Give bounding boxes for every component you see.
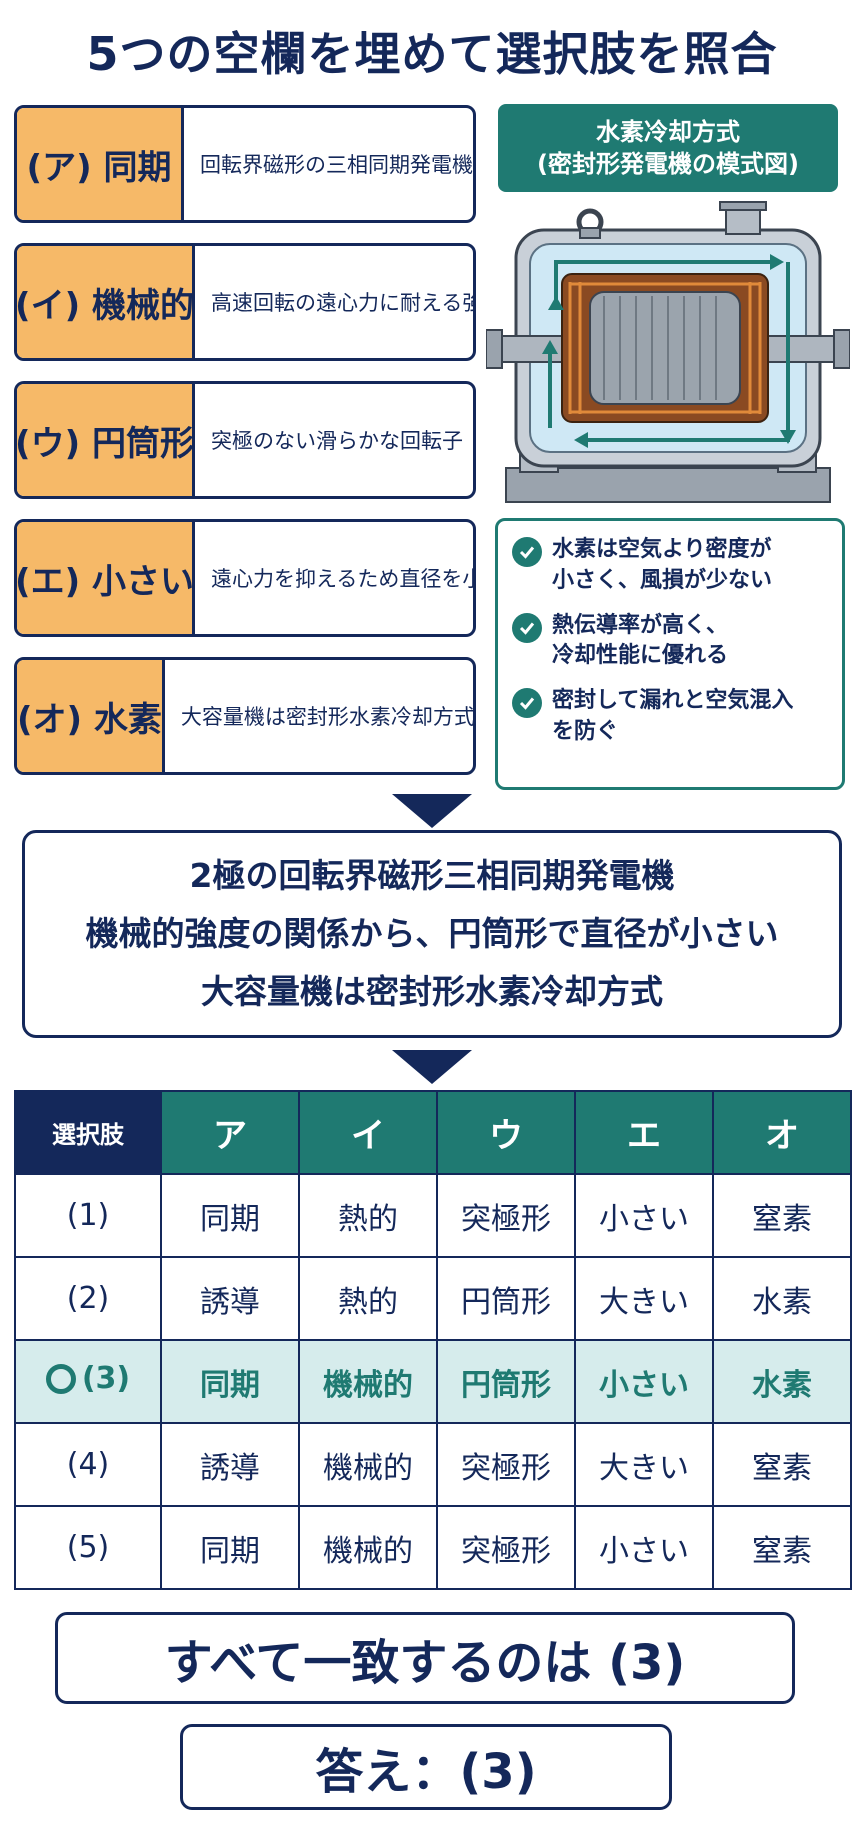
choice-table: 選択肢 ア イ ウ エ オ (1) 同期 熱的 突極形 小さい 窒素 (2) 誘… [14,1090,852,1590]
table-cell: 同期 [160,1505,300,1590]
benefit-line: 水素は空気より密度が [552,537,772,562]
blank-i: (イ) 機械的 高速回転の遠心力に耐える強度 [14,243,476,361]
table-row-correct: (3) 同期 機械的 円筒形 小さい 水素 [14,1339,852,1424]
table-cell: 機械的 [298,1339,438,1424]
table-cell: 誘導 [160,1422,300,1507]
table-cell: 窒素 [712,1505,852,1590]
table-cell: 窒素 [712,1422,852,1507]
benefit-item: 熱伝導率が高く、 冷却性能に優れる [512,611,828,673]
benefit-line: 密封して漏れと空気混入 [552,688,794,714]
table-row: (2) 誘導 熱的 円筒形 大きい 水素 [14,1256,852,1341]
table-row: (5) 同期 機械的 突極形 小さい 窒素 [14,1505,852,1590]
table-cell: 同期 [160,1173,300,1258]
table-cell: 突極形 [436,1422,576,1507]
summary-line: 機械的強度の関係から、円筒形で直径が小さい [85,914,779,954]
choice-number-correct: (3) [14,1339,162,1424]
blank-e: (エ) 小さい 遠心力を抑えるため直径を小さくする [14,519,476,637]
table-cell: 熱的 [298,1256,438,1341]
blank-label: (オ) 水素 [17,660,165,772]
table-cell: 機械的 [298,1422,438,1507]
header-a: ア [160,1090,300,1175]
header-e: エ [574,1090,714,1175]
blank-label: (エ) 小さい [17,522,195,634]
table-cell: 窒素 [712,1173,852,1258]
header-choice: 選択肢 [14,1090,162,1175]
blank-description: 遠心力を抑えるため直径を小さくする [211,567,473,591]
diagram-title-line1: 水素冷却方式 [596,117,740,146]
table-row: (4) 誘導 機械的 突極形 大きい 窒素 [14,1422,852,1507]
benefit-line: 熱伝導率が高く、 [552,612,729,638]
benefits-box: 水素は空気より密度が 小さく、風損が少ない 熱伝導率が高く、 冷却性能に優れる … [495,518,845,790]
benefit-item: 密封して漏れと空気混入 を防ぐ [512,686,828,748]
table-cell: 円筒形 [436,1256,576,1341]
answer-box: 答え：(3) [180,1724,672,1810]
correct-circle-icon [45,1363,76,1394]
blank-o: (オ) 水素 大容量機は密封形水素冷却方式 [14,657,476,775]
table-header-row: 選択肢 ア イ ウ エ オ [14,1090,852,1175]
blank-a: (ア) 同期 回転界磁形の三相同期発電機 [14,105,476,223]
check-icon [512,537,542,567]
table-cell: 熱的 [298,1173,438,1258]
table-cell: 小さい [574,1505,714,1590]
header-o: オ [712,1090,852,1175]
table-cell: 機械的 [298,1505,438,1590]
benefit-item: 水素は空気より密度が 小さく、風損が少ない [512,535,828,597]
table-cell: 大きい [574,1256,714,1341]
blank-description: 回転界磁形の三相同期発電機 [200,153,473,177]
table-cell: 突極形 [436,1505,576,1590]
table-cell: 突極形 [436,1173,576,1258]
table-cell: 水素 [712,1339,852,1424]
benefit-line: 小さく、風損が少ない [552,567,773,593]
table-cell: 小さい [574,1339,714,1424]
choice-number: (3) [81,1361,131,1397]
table-row: (1) 同期 熱的 突極形 小さい 窒素 [14,1173,852,1258]
table-cell: 誘導 [160,1256,300,1341]
choice-number: (5) [14,1505,162,1590]
table-cell: 小さい [574,1173,714,1258]
header-u: ウ [436,1090,576,1175]
summary-box: 2極の回転界磁形三相同期発電機 機械的強度の関係から、円筒形で直径が小さい 大容… [22,830,842,1038]
table-cell: 水素 [712,1256,852,1341]
diagram-title-line2: (密封形発電機の模式図) [537,150,799,178]
blank-label: (ウ) 円筒形 [17,384,195,496]
benefit-line: を防ぐ [552,718,619,744]
generator-illustration-icon [486,201,850,503]
down-arrow-icon [392,1050,472,1084]
check-icon [512,612,542,643]
blank-description: 高速回転の遠心力に耐える強度 [211,291,476,315]
choice-number: (2) [14,1256,162,1341]
summary-line: 2極の回転界磁形三相同期発電機 [189,856,675,896]
blank-u: (ウ) 円筒形 突極のない滑らかな回転子 [14,381,476,499]
check-icon [512,688,542,719]
blank-label: (イ) 機械的 [17,246,195,358]
table-cell: 同期 [160,1339,300,1424]
choice-number: (1) [14,1173,162,1258]
page-title: 5つの空欄を埋めて選択肢を照合 [86,27,778,81]
diagram-title: 水素冷却方式 (密封形発電機の模式図) [498,104,838,192]
blank-label: (ア) 同期 [17,108,184,220]
blank-description: 突極のない滑らかな回転子 [211,429,463,453]
summary-line: 大容量機は密封形水素冷却方式 [201,971,663,1011]
header-i: イ [298,1090,438,1175]
table-cell: 大きい [574,1422,714,1507]
conclusion-box: すべて一致するのは (3) [55,1612,795,1704]
down-arrow-icon [392,794,472,828]
choice-number: (4) [14,1422,162,1507]
blank-description: 大容量機は密封形水素冷却方式 [180,705,475,729]
benefit-line: 冷却性能に優れる [552,643,729,669]
table-cell: 円筒形 [436,1339,576,1424]
